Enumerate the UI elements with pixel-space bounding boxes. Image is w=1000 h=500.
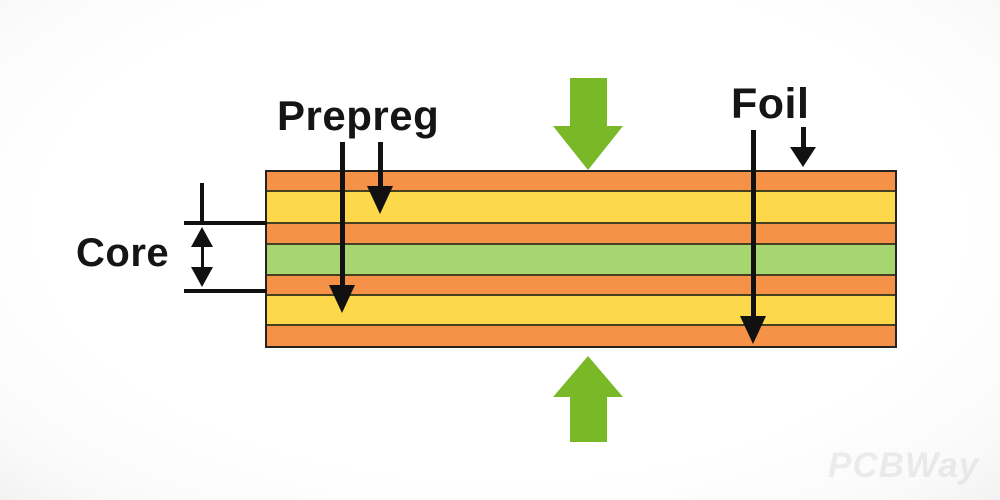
layer-core-copper-top (267, 222, 895, 243)
core-dimension-arrow-shaft (201, 245, 204, 271)
press-arrow-up-shaft (570, 397, 607, 442)
foil-arrow-long-head (740, 316, 766, 344)
prepreg-arrow-long-shaft (339, 142, 345, 285)
layer-foil-bottom (267, 324, 895, 346)
layer-core-copper-bottom (267, 274, 895, 294)
core-label: Core (76, 231, 170, 275)
layer-foil-top (267, 172, 895, 190)
pcb-board-stack (265, 170, 897, 348)
core-dimension-top-line (184, 221, 267, 225)
layer-prepreg-top (267, 190, 895, 222)
layer-prepreg-bottom (267, 294, 895, 324)
core-dimension-arrow-down-icon (191, 267, 213, 287)
core-dimension-extension-line (200, 183, 204, 225)
layer-core-dielectric (267, 243, 895, 274)
foil-arrow-short-shaft (800, 127, 806, 147)
press-arrow-down-head (553, 126, 623, 170)
prepreg-arrow-short-head (367, 186, 393, 214)
prepreg-label: Prepreg (277, 92, 440, 139)
foil-arrow-short-head (790, 147, 816, 167)
foil-arrow-long-shaft (750, 130, 756, 316)
prepreg-arrow-short-shaft (377, 142, 383, 186)
foil-label: Foil (731, 80, 810, 128)
core-dimension-arrow-up-icon (191, 227, 213, 247)
press-arrow-down-shaft (570, 78, 607, 126)
prepreg-arrow-long-head (329, 285, 355, 313)
press-arrow-up-head (553, 356, 623, 397)
watermark: PCBWay (828, 446, 980, 485)
core-dimension-bottom-line (184, 289, 267, 293)
